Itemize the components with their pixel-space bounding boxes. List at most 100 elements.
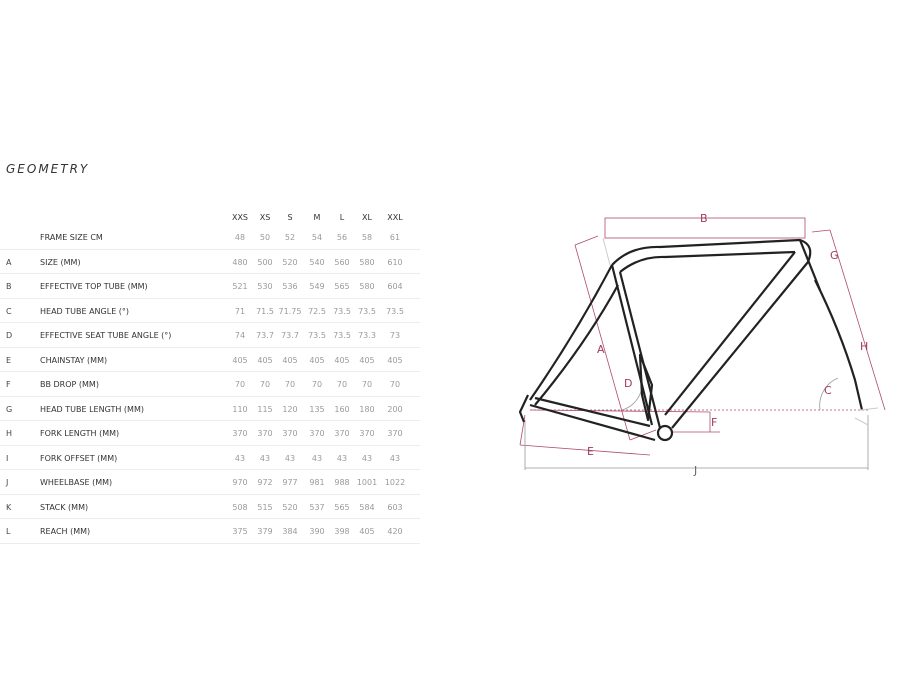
size-header: XXS [231,213,249,222]
row-value: 565 [334,282,350,291]
row-value: 48 [234,233,246,242]
row-value: 74 [234,331,246,340]
row-value: 520 [282,502,298,512]
row-value: 610 [387,257,403,267]
seat-stay [529,264,613,401]
rear-dropout [518,394,529,423]
row-value: 70 [311,380,323,389]
row-value: 480 [232,257,248,267]
row-value: 370 [232,429,248,438]
row-value: 390 [309,527,325,536]
row-value: 120 [282,404,298,414]
row-value: 405 [232,355,248,365]
label-H: H [860,340,868,353]
row-value: 43 [234,453,246,463]
size-header: XXL [387,213,403,222]
bike-frame [518,238,864,442]
row-value: 115 [257,404,273,414]
row-value: 370 [387,429,403,438]
row-label: EFFECTIVE TOP TUBE (MM) [40,282,148,291]
row-value: 61 [389,233,401,242]
row-value: 375 [232,527,248,536]
row-value: 405 [359,527,375,536]
size-header: XS [259,213,271,222]
row-value: 580 [359,257,375,267]
chain-stay [529,403,656,442]
row-value: 73.7 [256,331,274,340]
row-code: E [6,355,12,365]
head-tube-guide [811,229,831,233]
label-A: A [597,343,605,356]
size-header: S [287,213,293,222]
row-label: FORK LENGTH (MM) [40,429,120,438]
row-value: 73.3 [358,331,376,340]
row-value: 73 [389,331,401,340]
row-value: 58 [361,233,373,242]
row-value: 515 [257,502,273,512]
row-value: 71 [234,306,246,316]
row-value: 73.5 [358,306,376,316]
seat-tube [610,264,654,426]
row-value: 160 [334,404,350,414]
row-value: 73.5 [333,306,351,316]
row-code: I [6,453,9,463]
row-value: 521 [232,282,248,291]
row-value: 530 [257,282,273,291]
row-code: K [6,502,12,512]
row-value: 560 [334,257,350,267]
frame-geometry-diagram: B G A H D C F E J [518,212,886,477]
size-header: M [313,213,321,222]
row-label: FORK OFFSET (MM) [40,453,118,463]
row-code: B [6,282,12,291]
row-value: 70 [284,380,296,389]
row-label: EFFECTIVE SEAT TUBE ANGLE (°) [40,331,172,340]
row-value: 584 [359,502,375,512]
label-C: C [824,384,832,397]
row-label: BB DROP (MM) [40,380,99,389]
row-label: HEAD TUBE LENGTH (MM) [40,404,144,414]
row-value: 970 [232,478,248,487]
row-label: SIZE (MM) [40,257,81,267]
row-value: 73.7 [281,331,299,340]
row-value: 1022 [384,478,406,487]
table-row: D EFFECTIVE SEAT TUBE ANGLE (°) 74 73.7 73.7… [0,323,420,348]
label-G: G [830,249,839,262]
row-value: 370 [309,429,325,438]
row-value: 73.5 [333,331,351,340]
size-guide [574,244,631,441]
row-value: 500 [257,257,273,267]
top-tube-guide [604,217,806,239]
row-value: 398 [334,527,350,536]
row-value: 1001 [356,478,378,487]
row-value: 180 [359,404,375,414]
row-value: 508 [232,502,248,512]
row-value: 43 [284,453,296,463]
row-value: 405 [359,355,375,365]
row-code: D [6,331,13,340]
row-value: 200 [387,404,403,414]
row-value: 56 [336,233,348,242]
row-code: L [6,527,11,536]
row-value: 549 [309,282,325,291]
row-value: 72.5 [308,306,326,316]
row-value: 370 [257,429,273,438]
row-value: 977 [282,478,298,487]
row-label: FRAME SIZE CM [40,233,103,242]
row-value: 70 [361,380,373,389]
row-value: 540 [309,257,325,267]
row-value: 70 [336,380,348,389]
row-value: 405 [282,355,298,365]
bottom-bracket [656,424,674,442]
row-value: 43 [389,453,401,463]
row-label: WHEELBASE (MM) [40,478,113,487]
row-value: 43 [336,453,348,463]
row-value: 73.5 [386,306,404,316]
